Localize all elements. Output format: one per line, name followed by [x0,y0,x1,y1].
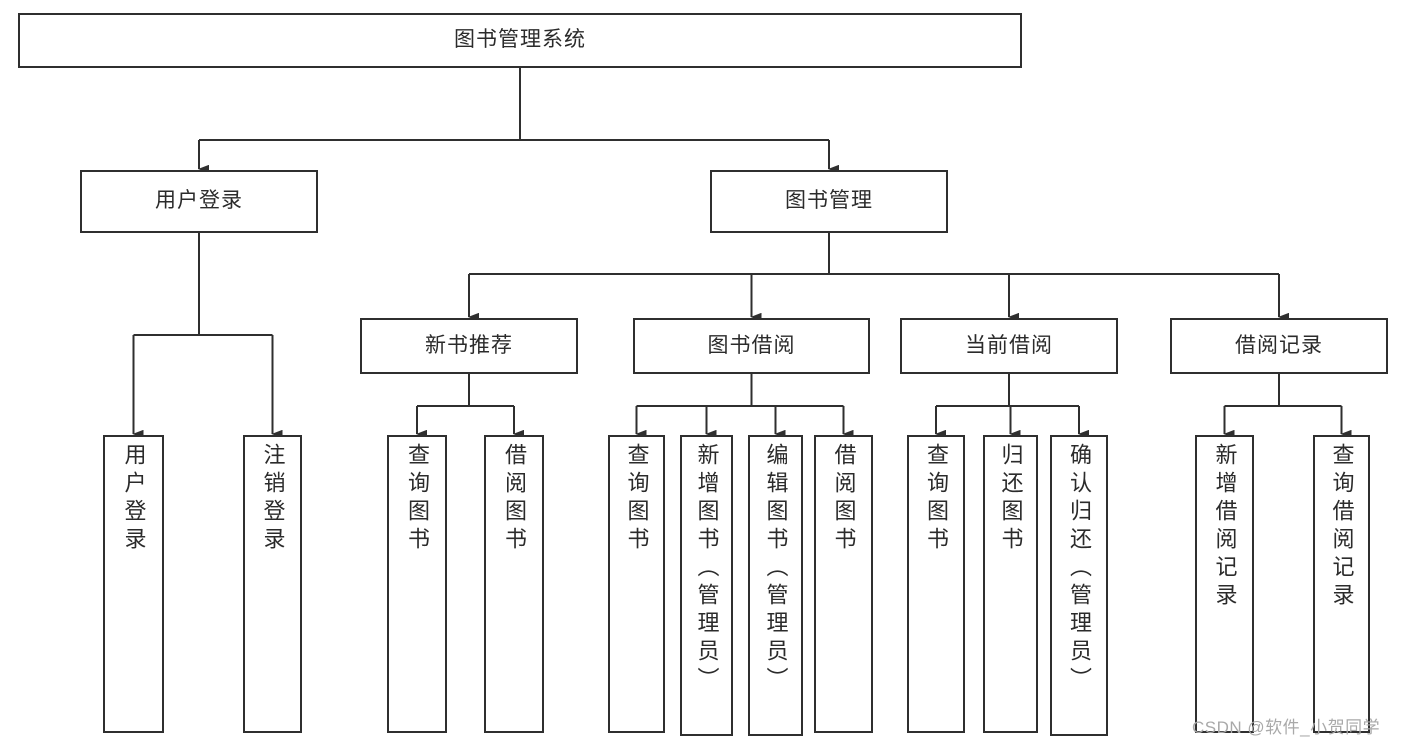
node-leaf-logout[interactable]: 注销登录 [243,435,302,733]
node-borrow-record[interactable]: 借阅记录 [1170,318,1388,374]
node-label: 当前借阅 [965,333,1053,357]
node-label: 借阅图书 [502,443,527,555]
node-root[interactable]: 图书管理系统 [18,13,1022,68]
node-label: 查询图书 [624,443,650,555]
node-book-borrow[interactable]: 图书借阅 [633,318,870,374]
node-label: 借阅图书 [831,443,857,555]
node-label: 归还图书 [998,443,1024,555]
node-label: 查询图书 [405,443,430,555]
node-current-borrow[interactable]: 当前借阅 [900,318,1118,374]
node-leaf-add-book[interactable]: 新增图书（管理员） [680,435,733,736]
node-label: 图书管理 [785,189,873,213]
node-label: 用户登录 [155,189,243,213]
node-leaf-query-book-3[interactable]: 查询图书 [907,435,965,733]
node-label: 新书推荐 [425,333,513,357]
node-label: 图书管理系统 [454,28,586,52]
node-label: 编辑图书（管理员） [763,443,789,695]
node-label: 新增借阅记录 [1212,443,1238,611]
node-label: 新增图书（管理员） [694,443,720,695]
node-label: 图书借阅 [707,333,796,357]
node-label: 查询图书 [924,443,949,555]
node-label: 确认归还（管理员） [1067,443,1092,695]
node-label: 借阅记录 [1235,333,1323,357]
node-leaf-add-record[interactable]: 新增借阅记录 [1195,435,1254,733]
node-leaf-confirm-return[interactable]: 确认归还（管理员） [1050,435,1108,736]
node-leaf-query-book-1[interactable]: 查询图书 [387,435,447,733]
node-label: 注销登录 [260,443,286,555]
node-leaf-borrow-book-1[interactable]: 借阅图书 [484,435,544,733]
node-leaf-edit-book[interactable]: 编辑图书（管理员） [748,435,803,736]
node-user-login[interactable]: 用户登录 [80,170,318,233]
node-leaf-return-book[interactable]: 归还图书 [983,435,1038,733]
watermark: CSDN @软件_小贺同学 [1192,718,1381,737]
edge-group [132,68,1352,439]
node-new-book-rec[interactable]: 新书推荐 [360,318,578,374]
node-leaf-user-login[interactable]: 用户登录 [103,435,164,733]
node-book-manage[interactable]: 图书管理 [710,170,948,233]
node-leaf-query-book-2[interactable]: 查询图书 [608,435,665,733]
node-leaf-query-record[interactable]: 查询借阅记录 [1313,435,1370,733]
node-label: 用户登录 [121,443,147,555]
node-label: 查询借阅记录 [1329,443,1355,611]
node-leaf-borrow-book-2[interactable]: 借阅图书 [814,435,873,733]
